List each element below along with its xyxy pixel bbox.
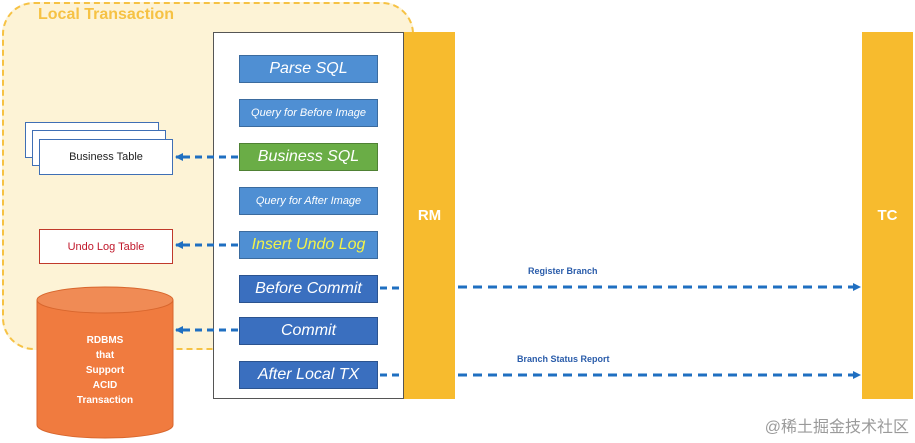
database-label-line: RDBMS	[86, 335, 124, 346]
step-parse-sql: Parse SQL	[239, 55, 378, 83]
step-label: Insert Undo Log	[251, 236, 366, 253]
tc-label: TC	[877, 207, 898, 224]
undo-log-table-label: Undo Log Table	[67, 240, 145, 253]
step-query-after-image: Query for After Image	[239, 187, 378, 215]
step-commit: Commit	[239, 317, 378, 345]
tc-bar: TC	[862, 32, 913, 399]
register-branch-label: Register Branch	[528, 266, 598, 276]
business-table-label: Business Table	[69, 151, 143, 163]
process-steps-panel: Parse SQL Query for Before Image Busines…	[213, 32, 404, 399]
watermark: @稀土掘金技术社区	[764, 419, 909, 436]
step-label: Business SQL	[257, 148, 360, 165]
branch-status-report-label: Branch Status Report	[517, 354, 610, 364]
step-label: Parse SQL	[269, 60, 348, 77]
step-label: Before Commit	[255, 280, 362, 297]
database-label-line: that	[95, 350, 115, 361]
rm-label: RM	[417, 207, 442, 224]
step-business-sql: Business SQL	[239, 143, 378, 171]
step-after-local-tx: After Local TX	[239, 361, 378, 389]
step-label: After Local TX	[257, 366, 360, 383]
step-label: Query for Before Image	[251, 107, 366, 119]
step-before-commit: Before Commit	[239, 275, 378, 303]
database-label-line: Transaction	[76, 395, 134, 406]
step-label: Commit	[280, 322, 337, 339]
database-cylinder-icon	[36, 286, 174, 439]
local-transaction-title: Local Transaction	[38, 6, 175, 23]
database-label-line: ACID	[92, 380, 118, 391]
undo-log-table: Undo Log Table	[39, 229, 173, 264]
step-label: Query for After Image	[255, 195, 362, 207]
step-query-before-image: Query for Before Image	[239, 99, 378, 127]
database-label-line: Support	[85, 365, 125, 376]
step-insert-undo-log: Insert Undo Log	[239, 231, 378, 259]
rm-bar: RM	[404, 32, 455, 399]
business-table: Business Table	[39, 139, 173, 175]
database-label: RDBMS that Support ACID Transaction	[58, 333, 152, 408]
